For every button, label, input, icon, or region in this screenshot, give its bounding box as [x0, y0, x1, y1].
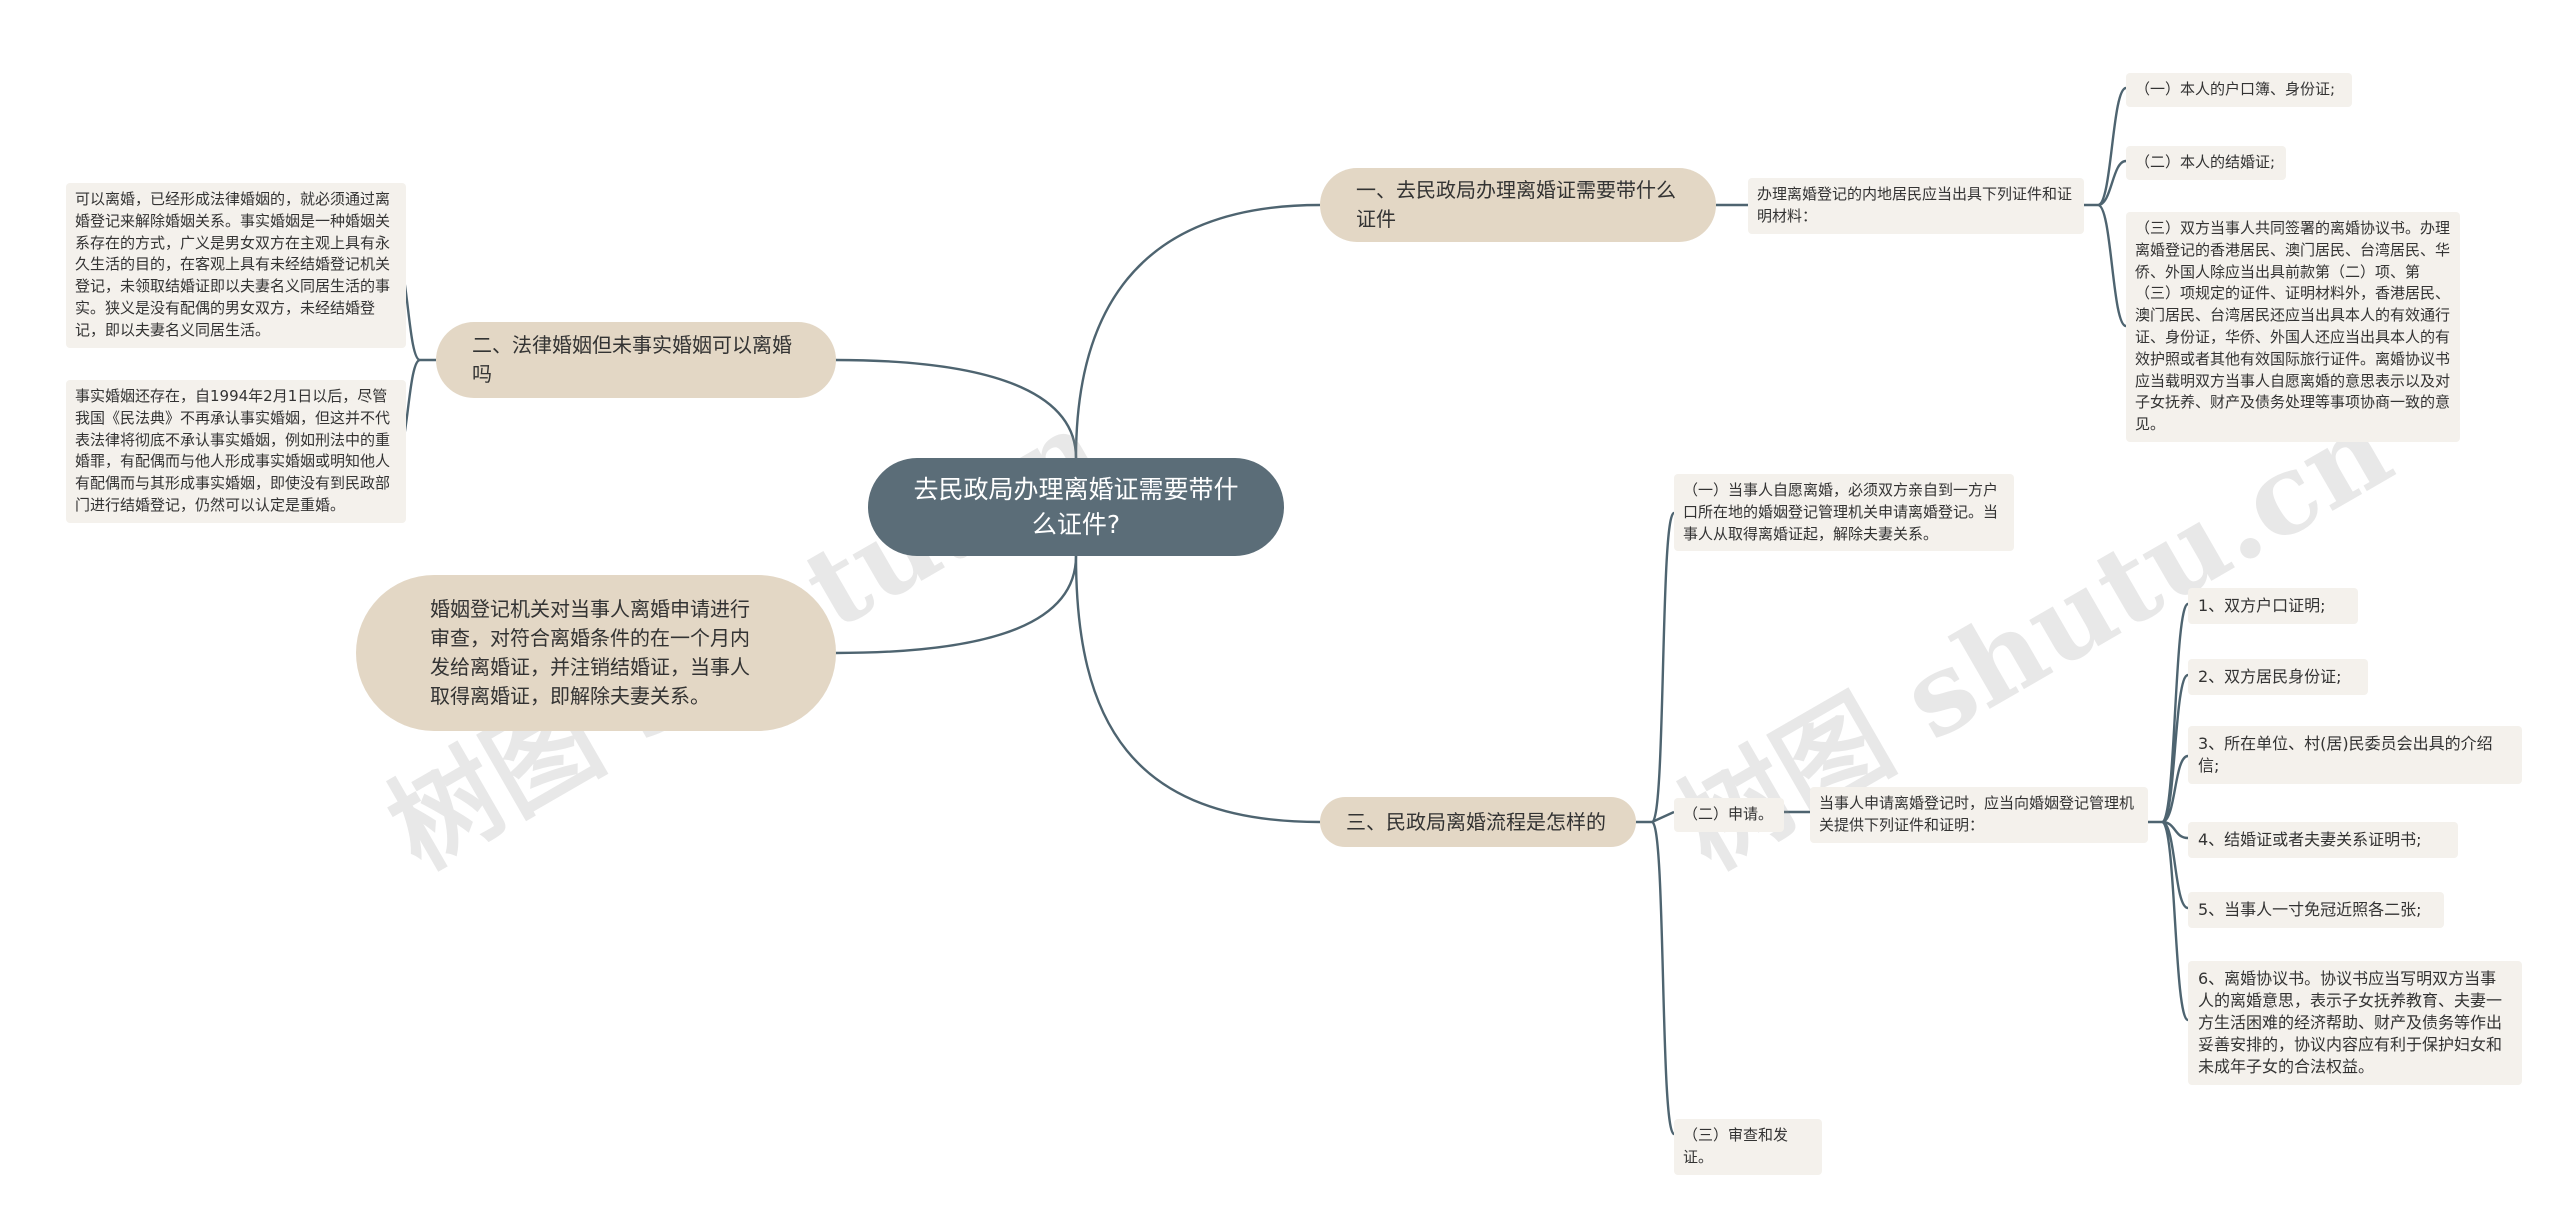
process-step-apply-sub[interactable]: 当事人申请离婚登记时，应当向婚姻登记管理机关提供下列证件和证明： [1810, 787, 2148, 843]
branch-review-and-issue[interactable]: 婚姻登记机关对当事人离婚申请进行审查，对符合离婚条件的在一个月内发给离婚证，并注… [356, 575, 836, 731]
apply-item-household[interactable]: 1、双方户口证明; [2188, 588, 2358, 624]
process-step-apply[interactable]: （二）申请。 [1674, 798, 1784, 832]
process-step-voluntary[interactable]: （一）当事人自愿离婚，必须双方亲自到一方户口所在地的婚姻登记管理机关申请离婚登记… [1674, 474, 2014, 552]
link-root-b1 [1074, 203, 1321, 459]
process-step-review[interactable]: （三）审查和发证。 [1674, 1119, 1822, 1175]
branch1-item-household[interactable]: （一）本人的户口簿、身份证; [2126, 73, 2352, 107]
link-b3-steps [1636, 511, 1676, 1136]
apply-item-marriage-cert[interactable]: 4、结婚证或者夫妻关系证明书; [2188, 822, 2458, 858]
link-step2-items [2148, 602, 2190, 1022]
branch1-subtitle[interactable]: 办理离婚登记的内地居民应当出具下列证件和证明材料： [1748, 178, 2084, 234]
branch-de-facto-marriage[interactable]: 二、法律婚姻但未事实婚姻可以离婚吗 [436, 322, 836, 398]
apply-item-id-card[interactable]: 2、双方居民身份证; [2188, 659, 2368, 695]
root-node[interactable]: 去民政局办理离婚证需要带什么证件? [868, 458, 1284, 556]
branch-required-documents[interactable]: 一、去民政局办理离婚证需要带什么证件 [1320, 168, 1716, 242]
branch2-item-bigamy[interactable]: 事实婚姻还存在，自1994年2月1日以后，尽管我国《民法典》不再承认事实婚姻，但… [66, 380, 406, 523]
branch2-item-divorce-registration[interactable]: 可以离婚，已经形成法律婚姻的，就必须通过离婚登记来解除婚姻关系。事实婚姻是一种婚… [66, 183, 406, 348]
branch-divorce-process[interactable]: 三、民政局离婚流程是怎样的 [1320, 797, 1636, 847]
branch1-item-agreement[interactable]: （三）双方当事人共同签署的离婚协议书。办理离婚登记的香港居民、澳门居民、台湾居民… [2126, 212, 2460, 442]
link-root-b2 [834, 358, 1078, 459]
link-root-b3 [1074, 555, 1321, 824]
apply-item-agreement[interactable]: 6、离婚协议书。协议书应当写明双方当事人的离婚意思，表示子女抚养教育、夫妻一方生… [2188, 961, 2522, 1085]
branch1-item-marriage-cert[interactable]: （二）本人的结婚证; [2126, 146, 2286, 180]
link-b1sub-items [2084, 86, 2127, 328]
link-root-b4 [834, 555, 1078, 655]
apply-item-introduction-letter[interactable]: 3、所在单位、村(居)民委员会出具的介绍信; [2188, 726, 2522, 784]
apply-item-photos[interactable]: 5、当事人一寸免冠近照各二张; [2188, 892, 2444, 928]
